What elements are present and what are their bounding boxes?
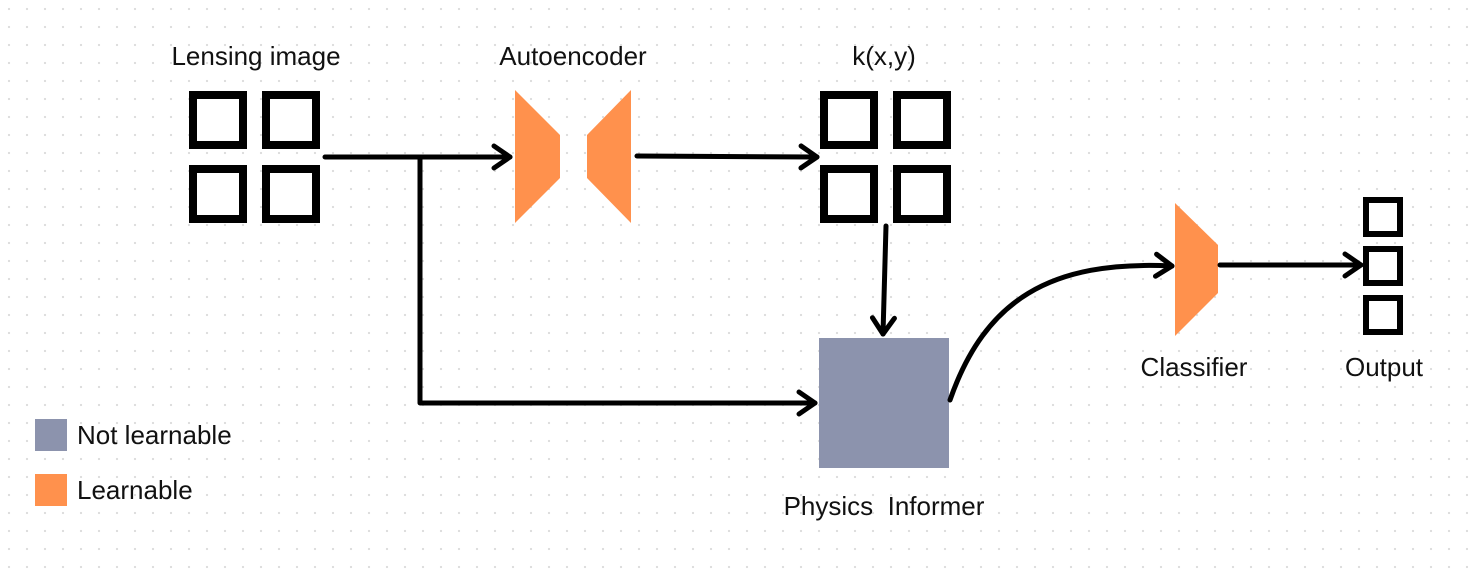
encoder-block (515, 90, 560, 223)
decoder-block (587, 90, 631, 223)
legend-swatch-not-learnable (35, 419, 67, 451)
arrow-physics-informer-to-classifier (947, 251, 1175, 403)
arrow-kappa-to-physics-informer (869, 223, 897, 337)
output-label: Output (1344, 352, 1424, 382)
arrow-image-to-physics-informer (417, 154, 818, 417)
arrow-autoencoder-to-kappa (634, 143, 820, 171)
autoencoder-label: Autoencoder (499, 41, 647, 71)
legend-swatch-learnable (35, 474, 67, 506)
output-vector-icon (1363, 197, 1403, 335)
physics-informer-block (819, 338, 949, 468)
lensing-image-label: Lensing image (171, 41, 341, 71)
classifier-block (1175, 203, 1218, 336)
classifier-label: Classifier (1140, 352, 1248, 382)
legend-label-learnable: Learnable (77, 475, 193, 505)
lensing-image-grid-icon (189, 91, 320, 223)
kappa-map-grid-icon (820, 91, 951, 223)
kappa-map-label: k(x,y) (852, 41, 916, 71)
legend-label-not-learnable: Not learnable (77, 420, 232, 450)
physics-informer-label: Physics Informer (783, 491, 985, 521)
